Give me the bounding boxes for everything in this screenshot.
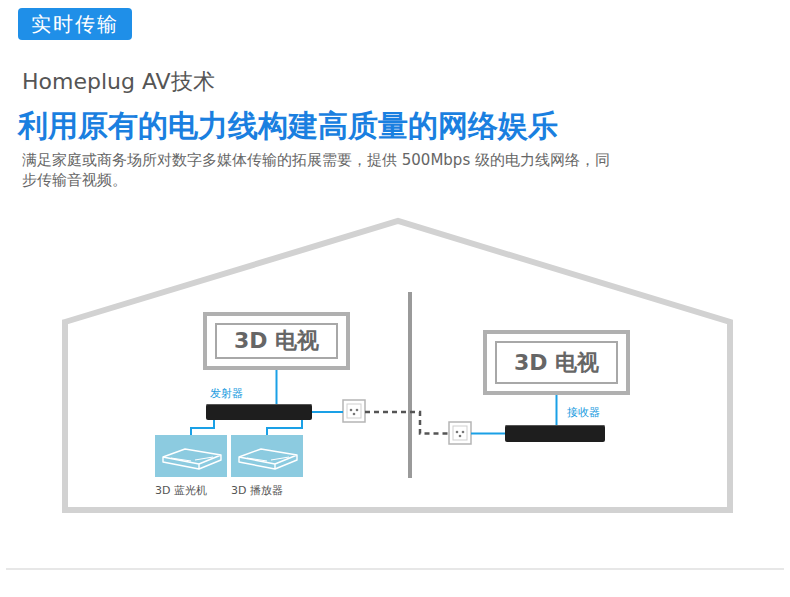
connector <box>191 420 214 435</box>
signal-cable <box>471 433 505 435</box>
player-image <box>155 435 227 477</box>
signal-cable <box>276 370 278 404</box>
tv-screen: 3D 电视 <box>495 341 618 384</box>
tv-box: 3D 电视 <box>203 312 350 370</box>
description-text: 满足家庭或商务场所对数字多媒体传输的拓展需要，提供 500Mbps 级的电力线网… <box>22 150 614 190</box>
device-label: 发射器 <box>210 386 243 401</box>
player-image <box>231 435 303 477</box>
signal-cable <box>312 411 343 413</box>
subtitle-label: Homeplug AV技术 <box>22 67 215 97</box>
device-label: 接收器 <box>567 405 600 420</box>
device-body <box>505 425 605 442</box>
player-sketch <box>231 435 303 477</box>
badge-box: 实时传输 <box>18 8 132 40</box>
tv-box: 3D 电视 <box>483 330 630 395</box>
connector <box>276 370 277 404</box>
player-outline <box>239 449 297 469</box>
separator-line <box>6 569 784 570</box>
tv-text: 3D 电视 <box>514 348 599 378</box>
device-body <box>206 404 312 420</box>
player-sketch <box>155 435 227 477</box>
interior-wall <box>408 292 412 478</box>
house-outline <box>65 221 730 510</box>
connector <box>556 395 557 425</box>
player-detail <box>247 457 289 461</box>
badge-text: 实时传输 <box>31 11 119 38</box>
signal-cable <box>191 420 214 435</box>
connector <box>312 412 505 434</box>
heading-title: 利用原有的电力线构建高质量的网络娱乐 <box>18 106 558 147</box>
player-box: 3D 播放器 <box>231 435 303 497</box>
player-label: 3D 蓝光机 <box>155 483 207 498</box>
tv-text: 3D 电视 <box>234 326 319 356</box>
power-socket <box>449 422 471 444</box>
player-label: 3D 播放器 <box>231 483 283 498</box>
powerline-dashed <box>365 412 449 434</box>
device-box: 发射器 <box>206 386 312 420</box>
signal-cable <box>556 395 558 425</box>
player-box: 3D 蓝光机 <box>155 435 227 497</box>
tv-screen: 3D 电视 <box>215 323 338 359</box>
power-socket <box>343 400 365 422</box>
player-detail <box>171 457 213 461</box>
signal-cable <box>267 420 302 435</box>
connector <box>267 420 302 435</box>
device-box: 接收器 <box>505 405 605 442</box>
player-outline <box>163 449 221 469</box>
